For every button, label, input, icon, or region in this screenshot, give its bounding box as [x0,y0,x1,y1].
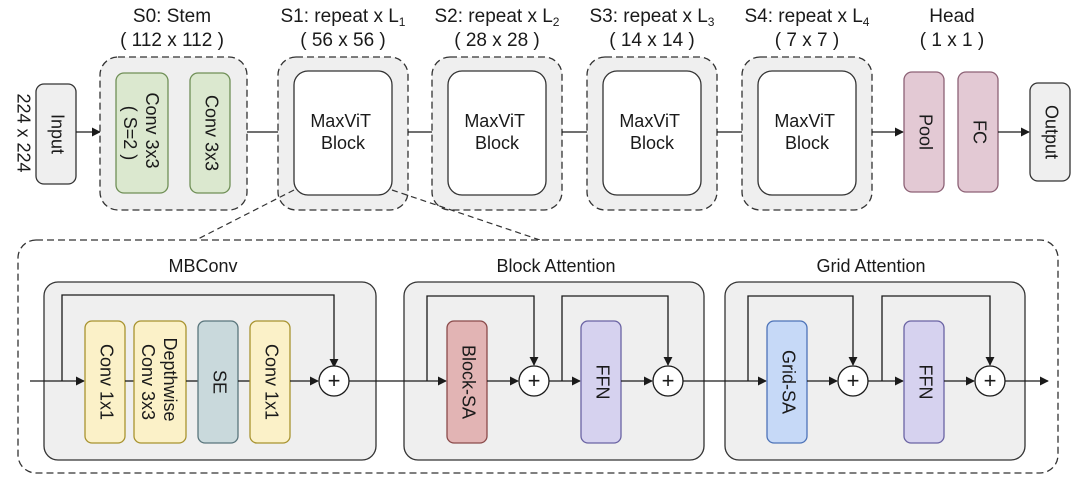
block-attention-title: Block Attention [496,256,615,276]
stage-s0-title: S0: Stem [133,6,211,27]
mbconv-depthwise-label: Depthwise Conv 3x3 [138,337,180,426]
grid-attention-title: Grid Attention [816,256,925,276]
pool-box [903,71,945,193]
block-attn-residual-2 [561,295,673,381]
s1-block-label: MaxViT Block [310,111,375,153]
stage-s1-title: S1: repeat x L1 [281,6,406,29]
block-attn-add-symbol-1: + [528,368,541,393]
stage-s4-title: S4: repeat x L4 [745,6,870,29]
zoom-line-right [391,189,541,241]
block-sa-label: Block-SA [458,345,478,419]
stage-s3-title: S3: repeat x L3 [590,6,715,29]
pool-label: Pool [915,114,935,150]
grid-attn-residual-1 [747,295,858,381]
grid-ffn-box [903,320,945,444]
stem-conv1-label: Conv 3x3 ( S=2 ) [120,92,162,173]
stage-s4-size: ( 7 x 7 ) [775,30,839,51]
s4-maxvit-block [757,70,857,196]
grid-ffn-label: FFN [915,365,935,400]
stem-conv2-box [189,72,231,194]
block-attn-add-symbol-2: + [662,368,675,393]
grid-sa-label: Grid-SA [778,350,798,414]
grid-attn-add-symbol-1: + [847,368,860,393]
s3-maxvit-block [602,70,702,196]
stage-s0-size: ( 112 x 112 ) [120,30,224,51]
s3-block-label: MaxViT Block [619,111,684,153]
grid-attn-residual-2 [881,295,995,381]
stage-s1-size: ( 56 x 56 ) [300,30,386,51]
stage-s3-size: ( 14 x 14 ) [609,30,695,51]
mbconv-add-symbol: + [328,368,341,393]
s2-maxvit-block [447,70,547,196]
stage-head-size: ( 1 x 1 ) [920,30,984,51]
stage-head-title: Head [929,6,974,27]
mbconv-se-label: SE [209,370,229,394]
input-resolution-label: 224 x 224 [13,93,33,172]
zoom-line-left [195,189,295,241]
s1-maxvit-block [293,70,393,196]
stem-conv1-box [115,72,169,194]
output-label: Output [1041,105,1061,159]
mbconv-conv1-label: Conv 1x1 [96,344,116,420]
mbconv-title: MBConv [168,256,237,276]
mbconv-conv2-box [249,320,291,444]
grid-sa-box [766,320,808,444]
block-ffn-label: FFN [592,365,612,400]
stage-s2-size: ( 28 x 28 ) [454,30,540,51]
mbconv-se-box [197,320,239,444]
mbconv-depthwise-box [133,320,187,444]
fc-label: FC [969,120,989,144]
input-box [35,83,77,185]
block-attn-residual-1 [426,295,539,381]
block-ffn-box [580,320,622,444]
stem-conv2-label: Conv 3x3 [201,95,221,171]
s2-block-label: MaxViT Block [464,111,529,153]
block-sa-box [446,320,488,444]
mbconv-conv1-box [84,320,126,444]
input-label: Input [47,114,67,154]
stage-s2-title: S2: repeat x L2 [435,6,560,29]
s4-block-label: MaxViT Block [774,111,839,153]
mbconv-residual-path [61,294,339,381]
grid-attn-add-symbol-2: + [984,368,997,393]
output-box [1029,82,1071,182]
mbconv-conv2-label: Conv 1x1 [261,344,281,420]
